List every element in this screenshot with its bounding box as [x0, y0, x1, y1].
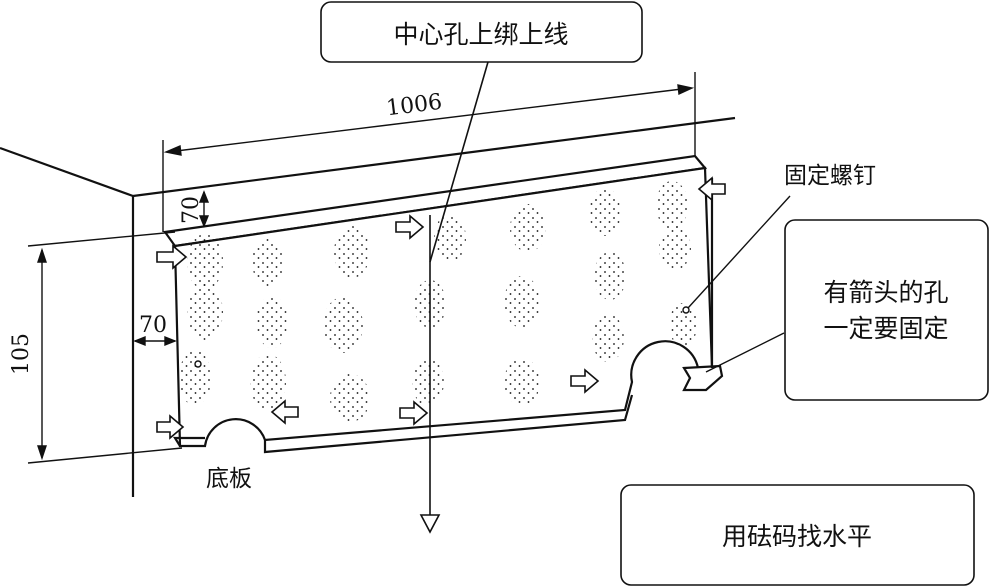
arrow-icon	[697, 176, 726, 202]
arrow-icon	[270, 399, 299, 425]
callout-boxes	[320, 1, 989, 586]
base-plate-label: 底板	[206, 466, 252, 492]
height-dimension-text: 105	[9, 333, 34, 375]
arrow-icon	[399, 400, 429, 426]
arrow-icon	[395, 214, 425, 240]
screw-label: 固定螺钉	[784, 163, 876, 189]
hole-arrows	[156, 176, 726, 440]
callout-right-line2: 一定要固定	[823, 314, 948, 343]
callout-bottom-text: 用砝码找水平	[722, 522, 872, 551]
arrow-icon	[570, 368, 600, 394]
length-dimension-text: 1006	[385, 90, 444, 122]
side-margin-text: 70	[139, 313, 167, 338]
height-dimension	[27, 231, 183, 464]
top-margin-dimension	[198, 190, 210, 228]
panel-texture	[179, 181, 697, 422]
length-dimension	[162, 72, 696, 232]
side-margin-dimension	[133, 335, 177, 347]
callout-box-bottom	[620, 484, 975, 586]
callout-right-line1: 有箭头的孔	[823, 278, 948, 307]
wall-lines	[0, 116, 736, 497]
arrow-icon	[156, 244, 188, 270]
screw-holes	[194, 306, 690, 368]
arrow-icon	[156, 414, 185, 440]
top-margin-text: 70	[179, 196, 204, 224]
leader-lines	[687, 195, 791, 373]
callout-box-top	[320, 1, 643, 63]
callout-top-text: 中心孔上绑上线	[393, 20, 568, 49]
callout-box-right	[784, 219, 989, 401]
plumb-line	[419, 61, 489, 534]
plumb-weight-icon	[419, 514, 441, 534]
